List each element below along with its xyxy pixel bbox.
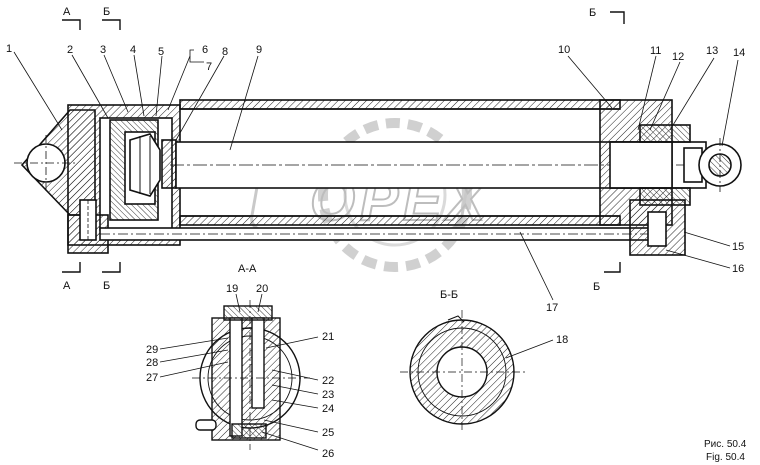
callout-22: 22 xyxy=(322,375,334,387)
callout-7: 7 xyxy=(206,61,212,73)
callout-6: 6 xyxy=(202,44,208,56)
figure-caption-ru: Рис. 50.4 xyxy=(704,439,747,450)
callout-27: 27 xyxy=(146,372,158,384)
section-mark-b-bottom: Б xyxy=(103,280,110,292)
callout-24: 24 xyxy=(322,403,334,415)
callout-2: 2 xyxy=(67,44,73,56)
callout-21: 21 xyxy=(322,331,334,343)
section-a-title: А-А xyxy=(238,263,257,275)
callout-1: 1 xyxy=(6,43,12,55)
cylinder-barrel-top xyxy=(179,99,621,110)
callout-18: 18 xyxy=(556,334,568,346)
callout-17: 17 xyxy=(546,302,558,314)
callout-25: 25 xyxy=(322,427,334,439)
section-mark-b-top: Б xyxy=(103,6,110,18)
section-mark-a-bottom: А xyxy=(63,280,71,292)
section-b-title: Б-Б xyxy=(440,289,458,301)
section-markers xyxy=(62,11,625,273)
callout-19: 19 xyxy=(226,283,238,295)
callout-23: 23 xyxy=(322,389,334,401)
callout-14: 14 xyxy=(733,47,745,59)
piston-seal xyxy=(161,139,177,189)
callout-13: 13 xyxy=(706,45,718,57)
leader-lines xyxy=(13,49,739,301)
callout-29: 29 xyxy=(146,344,158,356)
callout-9: 9 xyxy=(256,44,262,56)
piston-nut xyxy=(129,133,161,197)
callout-10: 10 xyxy=(558,44,570,56)
callout-15: 15 xyxy=(732,241,744,253)
cylinder-barrel-bottom xyxy=(179,215,621,226)
callout-28: 28 xyxy=(146,357,158,369)
section-mark-b-bottom-right: Б xyxy=(593,281,600,293)
figure-caption-en: Fig. 50.4 xyxy=(706,452,745,463)
cylinder-main-view xyxy=(14,99,742,256)
callout-8: 8 xyxy=(222,46,228,58)
callout-20: 20 xyxy=(256,283,268,295)
callout-4: 4 xyxy=(130,44,136,56)
callout-5: 5 xyxy=(158,46,164,58)
section-a-view xyxy=(192,300,310,450)
callout-26: 26 xyxy=(322,448,334,460)
section-b-view xyxy=(400,310,525,432)
leader-18 xyxy=(505,339,554,359)
section-mark-a-top: А xyxy=(63,6,71,18)
callout-11: 11 xyxy=(650,45,661,57)
callout-16: 16 xyxy=(732,263,744,275)
section-mark-b-top-right: Б xyxy=(589,7,596,19)
section-a-leaders xyxy=(159,293,319,451)
gland-nut xyxy=(639,124,691,143)
callout-3: 3 xyxy=(100,44,106,56)
callout-12: 12 xyxy=(672,51,684,63)
